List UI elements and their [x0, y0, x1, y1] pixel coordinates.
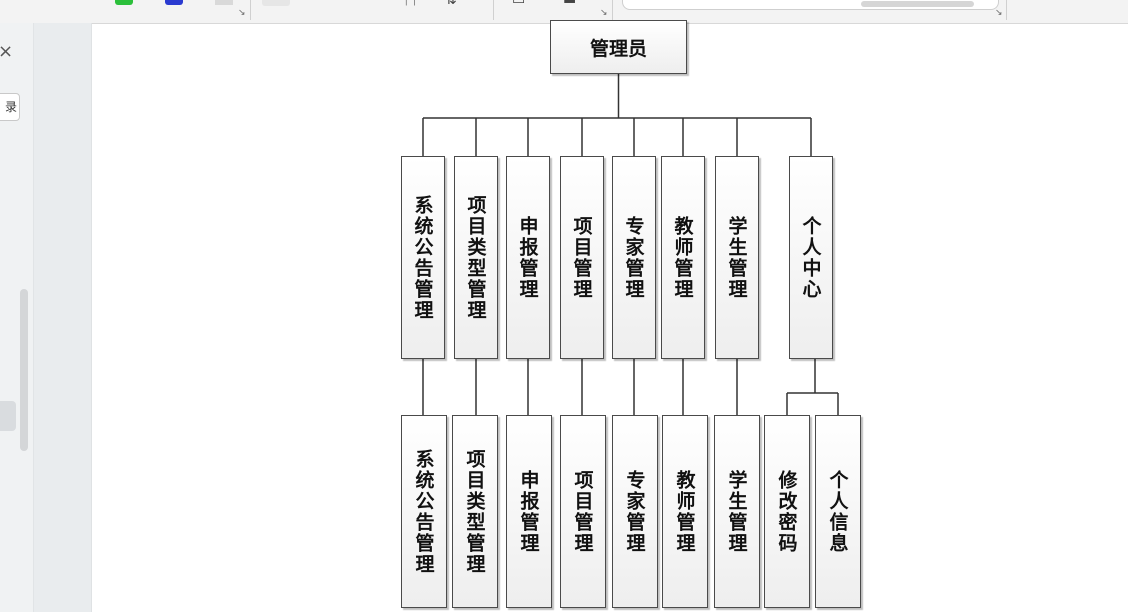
child-node: 教师管理 [662, 415, 708, 608]
toolbar-divider [1006, 0, 1007, 20]
side-panel-item[interactable] [0, 401, 16, 431]
close-icon[interactable]: × [0, 41, 14, 62]
format-button[interactable] [262, 0, 290, 6]
branch-node: 个人中心 [789, 156, 833, 359]
branch-node-label: 专家管理 [622, 215, 645, 300]
expand-corner-icon[interactable]: ↘ [995, 8, 1003, 18]
branch-node: 专家管理 [612, 156, 656, 359]
child-node-label: 申报管理 [517, 469, 540, 554]
child-node: 申报管理 [506, 415, 552, 608]
shape-icon[interactable]: ▭ [512, 0, 526, 8]
toolbar-divider [493, 0, 494, 20]
child-node: 个人信息 [815, 415, 861, 608]
child-node-label: 系统公告管理 [412, 448, 435, 575]
child-node-label: 专家管理 [623, 469, 646, 554]
child-node-label: 个人信息 [826, 469, 849, 554]
branch-node: 申报管理 [506, 156, 550, 359]
expand-corner-icon[interactable]: ↘ [600, 8, 608, 18]
branch-node: 项目类型管理 [454, 156, 498, 359]
branch-node-label: 学生管理 [725, 215, 748, 300]
child-node-label: 修改密码 [775, 469, 798, 554]
gray-color-swatch[interactable] [215, 0, 233, 5]
child-node-label: 教师管理 [673, 469, 696, 554]
branch-node-label: 系统公告管理 [411, 194, 434, 321]
side-panel-tab[interactable]: 录 [0, 93, 20, 121]
child-node: 专家管理 [612, 415, 658, 608]
branch-node-label: 项目管理 [570, 215, 593, 300]
branch-node: 教师管理 [661, 156, 705, 359]
toolbar-divider [250, 0, 251, 20]
branch-node: 系统公告管理 [401, 156, 445, 359]
green-color-swatch[interactable] [115, 0, 133, 5]
child-node-label: 项目管理 [571, 469, 594, 554]
sort-icon[interactable]: ⇅ [445, 0, 457, 8]
branch-node-label: 申报管理 [516, 215, 539, 300]
toolbar-divider [612, 0, 613, 20]
side-panel: × 录 [0, 23, 34, 612]
branch-node-label: 项目类型管理 [464, 194, 487, 321]
branch-node-label: 个人中心 [799, 215, 822, 300]
expand-corner-icon[interactable]: ↘ [238, 8, 246, 18]
child-node: 学生管理 [714, 415, 760, 608]
branch-node: 学生管理 [715, 156, 759, 359]
page-gutter [34, 23, 92, 612]
text-align-icon[interactable]: ᛁᛁ [402, 0, 419, 8]
child-node: 修改密码 [764, 415, 810, 608]
child-node-label: 学生管理 [725, 469, 748, 554]
child-node: 项目管理 [560, 415, 606, 608]
line-icon[interactable]: ▬ [563, 0, 577, 8]
child-node: 系统公告管理 [401, 415, 447, 608]
child-node: 项目类型管理 [452, 415, 498, 608]
root-node: 管理员 [550, 20, 687, 74]
branch-node: 项目管理 [560, 156, 604, 359]
root-node-label: 管理员 [589, 37, 647, 60]
branch-node-label: 教师管理 [671, 215, 694, 300]
side-panel-scrollbar[interactable] [20, 289, 28, 451]
child-node-label: 项目类型管理 [463, 448, 486, 575]
blue-color-swatch[interactable] [165, 0, 183, 5]
